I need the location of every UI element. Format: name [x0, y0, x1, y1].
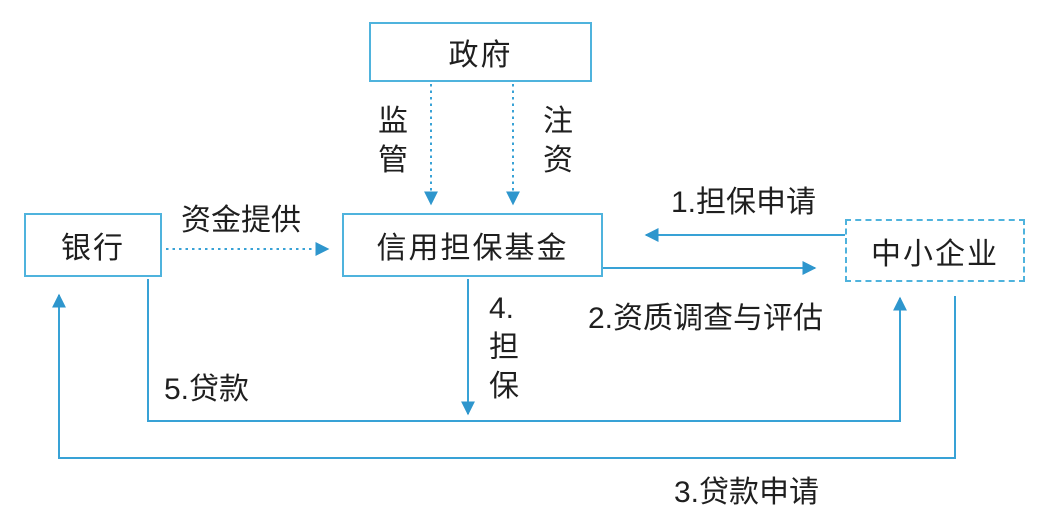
node-credit-guarantee-fund-label: 信用担保基金	[376, 232, 569, 265]
node-bank-label: 银行	[61, 232, 125, 265]
node-sme: 中小企业	[845, 219, 1025, 282]
node-credit-guarantee-fund: 信用担保基金	[342, 213, 603, 277]
edge-label-step2: 2.资质调查与评估	[588, 302, 824, 335]
edge-label-supervision: 监 管	[378, 105, 408, 177]
edge-step3-line	[52, 293, 956, 459]
edge-label-step3: 3.贷款申请	[674, 476, 820, 509]
edge-label-funding: 资金提供	[181, 204, 301, 237]
edge-label-capital-injection: 注 资	[543, 105, 573, 177]
node-government-label: 政府	[448, 39, 513, 72]
edge-label-step4: 4. 担 保	[489, 292, 519, 403]
node-bank: 银行	[24, 213, 162, 277]
edge-label-step1: 1.担保申请	[671, 186, 817, 219]
node-sme-label: 中小企业	[871, 237, 999, 271]
node-government: 政府	[369, 22, 592, 82]
edge-step5-line	[147, 279, 907, 422]
edge-label-step5: 5.贷款	[164, 373, 250, 406]
